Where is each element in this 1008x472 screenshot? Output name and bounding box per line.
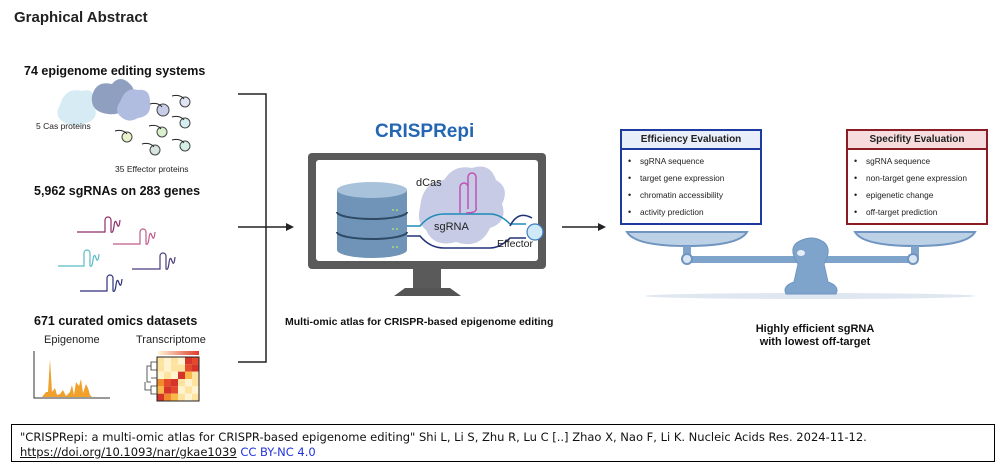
list-item: target gene expression	[628, 170, 760, 187]
heatmap-cell	[185, 371, 192, 379]
dcas-label: dCas	[416, 177, 442, 189]
heatmap-cell	[185, 386, 192, 394]
balance-scale-icon	[625, 231, 977, 299]
arrow-right-icon	[286, 223, 294, 231]
doi-link[interactable]: https://doi.org/10.1093/nar/gkae1039	[20, 445, 237, 459]
specificity-evaluation-box: Specifity Evaluation sgRNA sequence non-…	[846, 129, 988, 225]
license-link[interactable]: CC BY-NC 4.0	[240, 445, 316, 459]
atlas-title: CRISPRepi	[375, 121, 475, 142]
specificity-criteria-list: sgRNA sequence non-target gene expressio…	[848, 150, 986, 223]
heatmap-cell	[157, 393, 164, 401]
list-item: epigenetic change	[854, 187, 986, 204]
heatmap-cell	[178, 364, 185, 372]
heatmap-cell	[192, 357, 199, 365]
list-item: off-target prediction	[854, 204, 986, 221]
effector-proteins-icon	[114, 94, 191, 156]
heatmap-cell	[157, 357, 164, 365]
epigenome-track-icon	[33, 351, 110, 399]
list-item: sgRNA sequence	[628, 153, 760, 170]
omics-title: 671 curated omics datasets	[34, 314, 198, 328]
specificity-evaluation-title: Specifity Evaluation	[848, 131, 986, 150]
heatmap-cell	[164, 357, 171, 365]
heatmap-cell	[192, 386, 199, 394]
efficiency-evaluation-title: Efficiency Evaluation	[622, 131, 760, 150]
heatmap-cell	[164, 364, 171, 372]
efficiency-criteria-list: sgRNA sequence target gene expression ch…	[622, 150, 760, 223]
citation-text: "CRISPRepi: a multi-omic atlas for CRISP…	[20, 430, 867, 444]
heatmap-cell	[185, 364, 192, 372]
result-line-1: Highly efficient sgRNA	[755, 323, 875, 335]
efficiency-evaluation-box: Efficiency Evaluation sgRNA sequence tar…	[620, 129, 762, 225]
epigenome-label: Epigenome	[44, 334, 100, 346]
cas-proteins-icon	[57, 79, 151, 126]
heatmap-cell	[157, 386, 164, 394]
dcas-protein-icon	[418, 166, 505, 245]
result-line-2: with lowest off-target	[759, 336, 871, 348]
sgrna-label: sgRNA	[434, 221, 469, 233]
heatmap-cell	[157, 364, 164, 372]
heatmap-cell	[192, 393, 199, 401]
list-item: sgRNA sequence	[854, 153, 986, 170]
heatmap-cell	[171, 379, 178, 387]
effector-protein-icon	[526, 223, 544, 241]
heatmap-cell	[178, 393, 185, 401]
sgrnas-title: 5,962 sgRNAs on 283 genes	[34, 184, 201, 198]
systems-title: 74 epigenome editing systems	[24, 64, 206, 78]
heatmap-cell	[178, 371, 185, 379]
transcriptome-label: Transcriptome	[136, 334, 206, 346]
heatmap-cell	[185, 379, 192, 387]
heatmap-cell	[157, 371, 164, 379]
citation-box: "CRISPRepi: a multi-omic atlas for CRISP…	[11, 424, 995, 462]
arrow-right-icon	[598, 223, 606, 231]
cas-proteins-label: 5 Cas proteins	[36, 121, 91, 131]
transcriptome-heatmap-icon	[144, 351, 200, 402]
heatmap-cell	[171, 357, 178, 365]
heatmap-cell	[171, 364, 178, 372]
page-title: Graphical Abstract	[14, 9, 148, 26]
sgrna-complex-icon	[407, 172, 544, 249]
atlas-caption: Multi-omic atlas for CRISPR-based epigen…	[285, 316, 554, 328]
heatmap-cell	[178, 357, 185, 365]
heatmap-cell	[185, 357, 192, 365]
database-icon	[336, 182, 408, 258]
merge-bracket	[238, 93, 290, 363]
heatmap-cell	[171, 386, 178, 394]
heatmap-cell	[157, 379, 164, 387]
heatmap-cell	[164, 371, 171, 379]
heatmap-cell	[171, 371, 178, 379]
heatmap-cell	[192, 364, 199, 372]
effector-proteins-label: 35 Effector proteins	[115, 164, 189, 174]
heatmap-cell	[185, 393, 192, 401]
heatmap-cell	[171, 393, 178, 401]
heatmap-cell	[164, 393, 171, 401]
list-item: activity prediction	[628, 204, 760, 221]
list-item: chromatin accessibility	[628, 187, 760, 204]
heatmap-cell	[164, 379, 171, 387]
heatmap-cell	[192, 371, 199, 379]
effector-label: Effector	[497, 238, 533, 250]
heatmap-cell	[178, 379, 185, 387]
heatmap-cell	[164, 386, 171, 394]
sgrna-hairpins-icon	[58, 216, 176, 292]
heatmap-cell	[192, 379, 199, 387]
result-caption: Highly efficient sgRNA with lowest off-t…	[700, 323, 930, 349]
heatmap-cell	[178, 386, 185, 394]
list-item: non-target gene expression	[854, 170, 986, 187]
